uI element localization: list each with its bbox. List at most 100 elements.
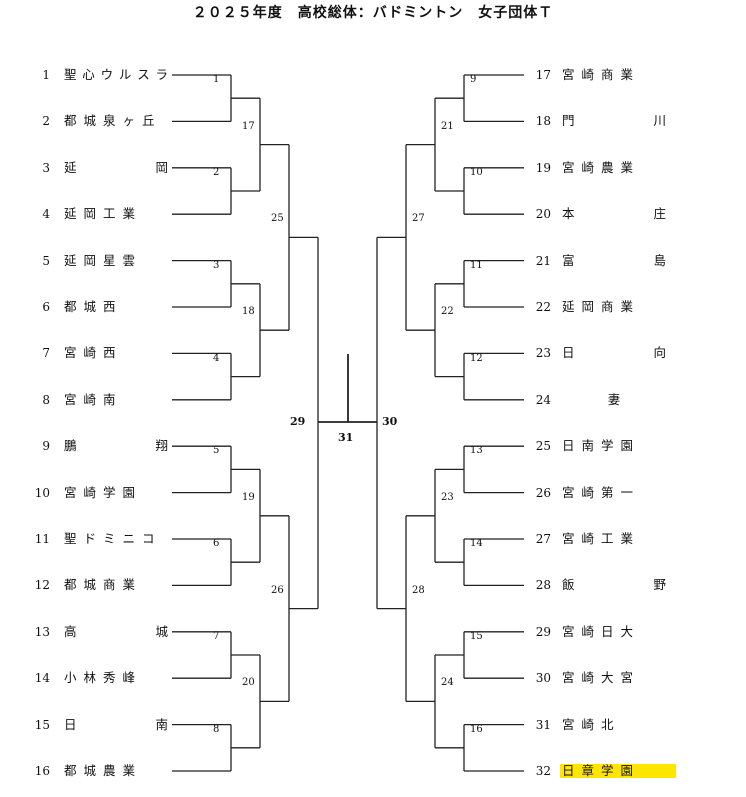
team-name: 鵬翔 [64,439,168,453]
team-seed: 20 [535,207,551,222]
team-name-char: 飯 [562,577,575,593]
team-name: 日章学園 [560,764,676,778]
team-name: 小林秀峰 [64,670,143,686]
team-name-char: ウ [100,67,114,82]
team-name-char: 鵬 [64,438,77,454]
team-seed: 18 [535,114,551,129]
team-name-char: 庄 [653,206,666,222]
team-name-char: 城 [155,623,168,639]
match-number: 1 [213,74,220,86]
team-name: 宮崎日大 [562,623,641,639]
team-name-char: ル [118,67,132,82]
match-number: 5 [213,445,220,457]
team-seed: 14 [34,671,50,686]
team-name-char: 南 [155,716,168,732]
match-number: 17 [242,120,255,132]
match-number: 19 [242,491,255,503]
team-name: 宮崎学園 [64,484,143,500]
match-number: 15 [470,631,483,642]
match-number: 27 [412,213,425,225]
team-name: 宮崎西 [64,345,123,361]
team-name: 延岡 [64,159,168,175]
team-seed: 26 [535,485,551,500]
team-name: 延岡商業 [562,299,641,314]
team-name: 延岡工業 [64,206,143,222]
team-name: 宮崎第一 [562,484,641,500]
team-seed: 4 [42,207,50,222]
team-seed: 31 [535,717,551,732]
team-seed: 12 [34,578,50,593]
team-name: 宮崎北 [562,716,621,732]
match-number: 10 [470,167,483,178]
team-name: 都城西 [64,299,123,314]
match-number: 13 [470,445,483,457]
team-name-char: 富 [562,252,575,268]
team-name: 宮崎南 [64,391,123,407]
team-seed: 25 [535,439,551,454]
team-seed: 17 [535,68,551,82]
team-name: 本庄 [562,207,666,221]
team-seed: 11 [34,532,50,546]
team-name: 都城商業 [64,577,143,593]
team-name: 宮崎大宮 [562,670,641,686]
match-number: 6 [213,538,220,550]
team-name: 妻 [562,391,666,407]
team-name-char: 川 [653,113,666,129]
team-name: 宮崎工業 [562,531,641,546]
team-seed: 3 [42,160,50,175]
team-name-char: 本 [562,206,575,222]
team-name-char: 向 [653,345,666,361]
team-name: 日南 [64,716,168,732]
match-number: 22 [441,306,454,318]
team-name-char: 翔 [155,438,168,454]
team-seed: 1 [42,68,50,82]
team-name: 聖心ウルスラ [64,68,168,82]
match-number: 9 [470,74,477,86]
team-name-char: 日 [64,716,77,732]
team-seed: 29 [535,624,551,639]
page-title: ２０２５年度 高校総体：バドミントン 女子団体Ｔ [192,5,554,21]
team-name: 門川 [562,114,666,128]
team-name: 都城農業 [64,763,143,778]
team-seed: 7 [42,346,50,361]
team-seed: 16 [34,764,50,778]
team-seed: 6 [42,300,50,314]
team-name: 日向 [562,346,666,360]
team-seed: 8 [42,392,50,407]
team-name: 飯野 [562,578,666,592]
team-name: 高城 [64,623,168,639]
team-name-char: ラ [155,67,168,82]
match-number: 14 [470,538,483,550]
team-seed: 10 [34,485,50,500]
semi-number: 29 [290,415,306,428]
team-seed: 15 [34,717,50,732]
match-number: 24 [441,677,454,689]
team-name: 宮崎商業 [562,67,641,82]
team-name-char: 野 [653,577,666,593]
team-seed: 22 [535,300,551,314]
team-name: 宮崎農業 [562,159,641,175]
team-name-char: 聖 [64,67,77,82]
match-number: 3 [213,259,220,271]
team-seed: 9 [42,439,50,454]
team-seed: 5 [42,253,50,268]
team-name-char: ス [137,67,150,82]
match-number: 20 [242,677,255,689]
match-number: 28 [412,584,425,596]
team-name-char: 延 [64,159,77,175]
team-name: 富島 [562,252,666,268]
match-number: 11 [470,259,483,271]
team-name: 延岡星雲 [64,252,143,268]
match-number: 25 [271,213,284,225]
team-seed: 2 [42,114,50,129]
team-seed: 19 [535,160,551,175]
match-number: 23 [441,491,454,503]
team-name-char: 妻 [607,391,621,407]
team-name: 都城泉ヶ丘 [64,113,162,129]
team-seed: 28 [535,578,551,593]
match-number: 2 [213,167,220,178]
team-name-char: 岡 [155,159,168,175]
team-seed: 27 [535,532,551,546]
